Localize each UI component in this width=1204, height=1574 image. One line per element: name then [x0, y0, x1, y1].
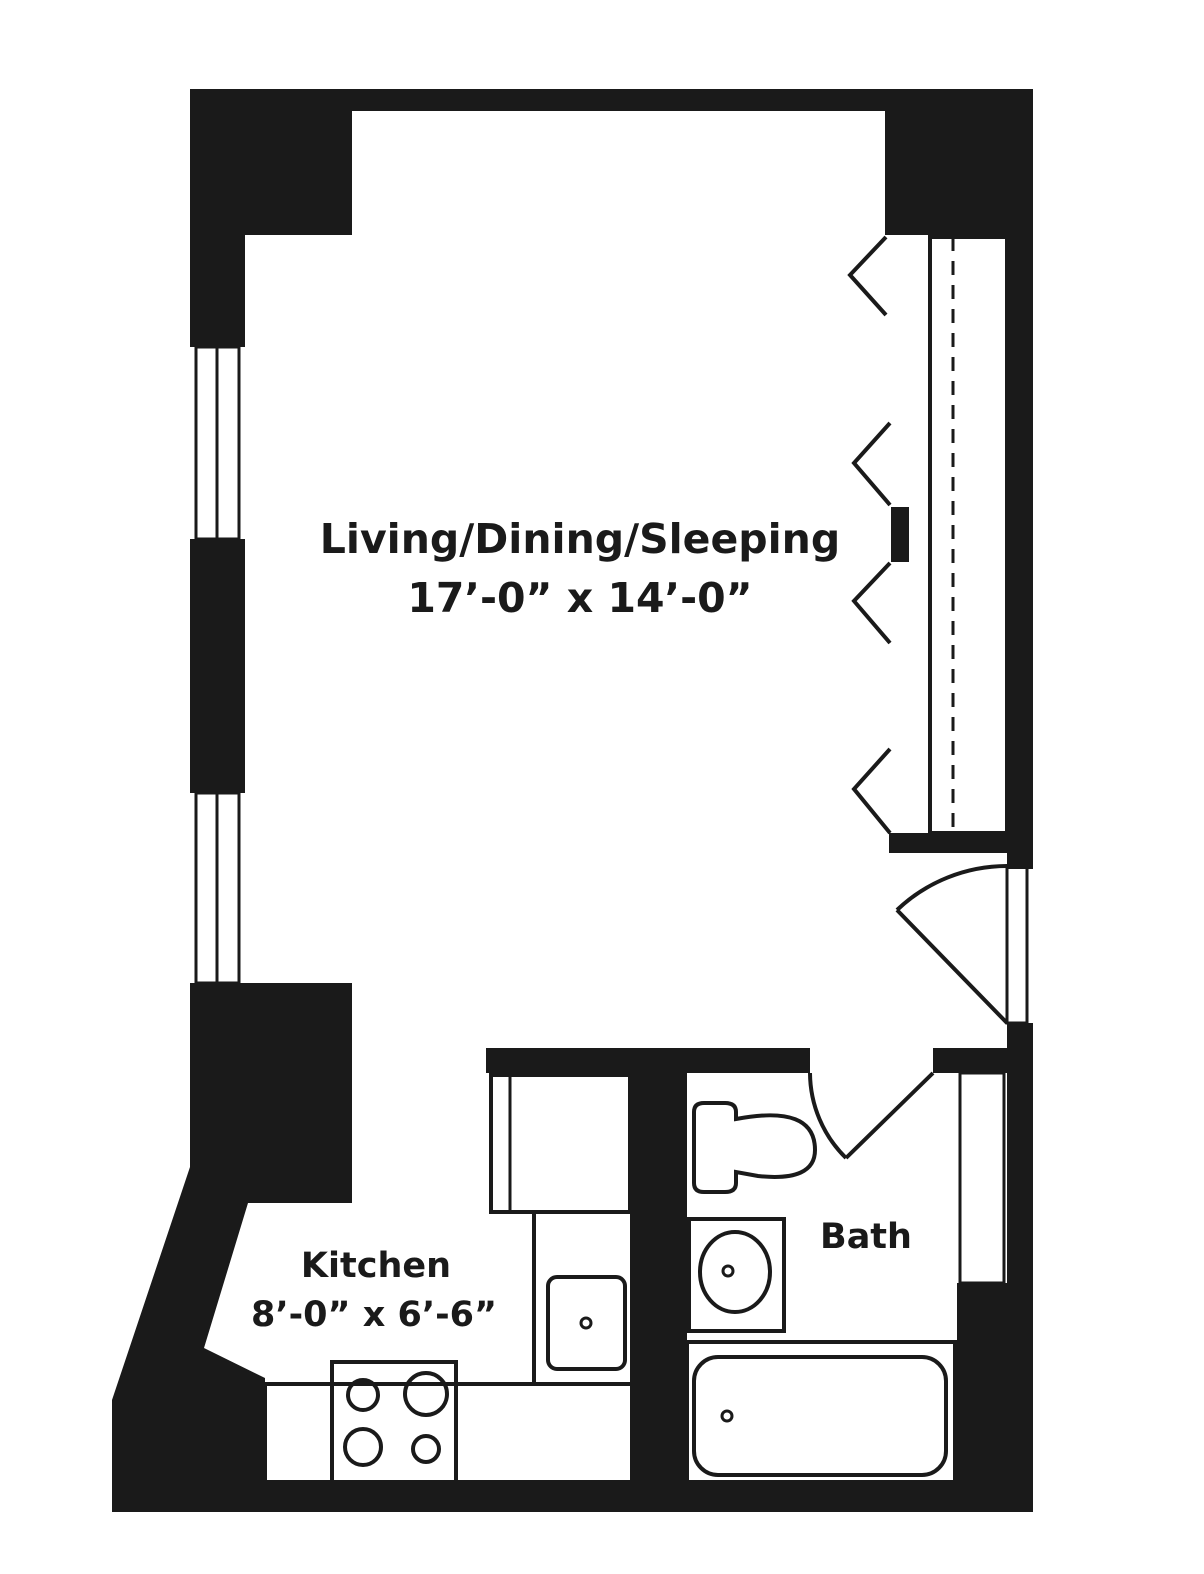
exterior-walls — [112, 89, 1033, 1512]
left-window-upper — [194, 345, 241, 541]
burner-2 — [403, 1371, 449, 1417]
bath-fixtures — [685, 1071, 1006, 1484]
kitchen-label: Kitchen 8’-0” x 6’-6” — [251, 1246, 497, 1335]
bath-name: Bath — [820, 1217, 912, 1257]
interior-walls — [486, 1048, 1007, 1512]
tub-drain — [720, 1409, 734, 1423]
bath-label: Bath — [820, 1217, 912, 1257]
vanity — [687, 1217, 786, 1333]
left-window-lower — [194, 791, 241, 985]
kitchen-fixtures — [263, 1073, 634, 1485]
kitchen-size: 8’-0” x 6’-6” — [251, 1295, 497, 1335]
burner-3 — [343, 1427, 383, 1467]
toilet — [692, 1101, 818, 1194]
kitchen-sink — [546, 1275, 627, 1371]
burner-4 — [411, 1434, 441, 1464]
closet — [847, 235, 1033, 853]
burner-1 — [346, 1378, 380, 1412]
kitchen-drain — [579, 1316, 593, 1330]
bathtub-outer — [685, 1340, 957, 1484]
living-room-size: 17’-0” x 14’-0” — [407, 574, 752, 622]
lavatory — [698, 1230, 772, 1314]
kitchen-name: Kitchen — [301, 1246, 451, 1286]
lavatory-drain — [721, 1264, 735, 1278]
bathtub — [692, 1355, 948, 1477]
stove — [330, 1360, 458, 1485]
living-room-label: Living/Dining/Sleeping 17’-0” x 14’-0” — [320, 515, 840, 622]
entry-door — [895, 861, 1033, 1025]
living-room-name: Living/Dining/Sleeping — [320, 515, 840, 563]
